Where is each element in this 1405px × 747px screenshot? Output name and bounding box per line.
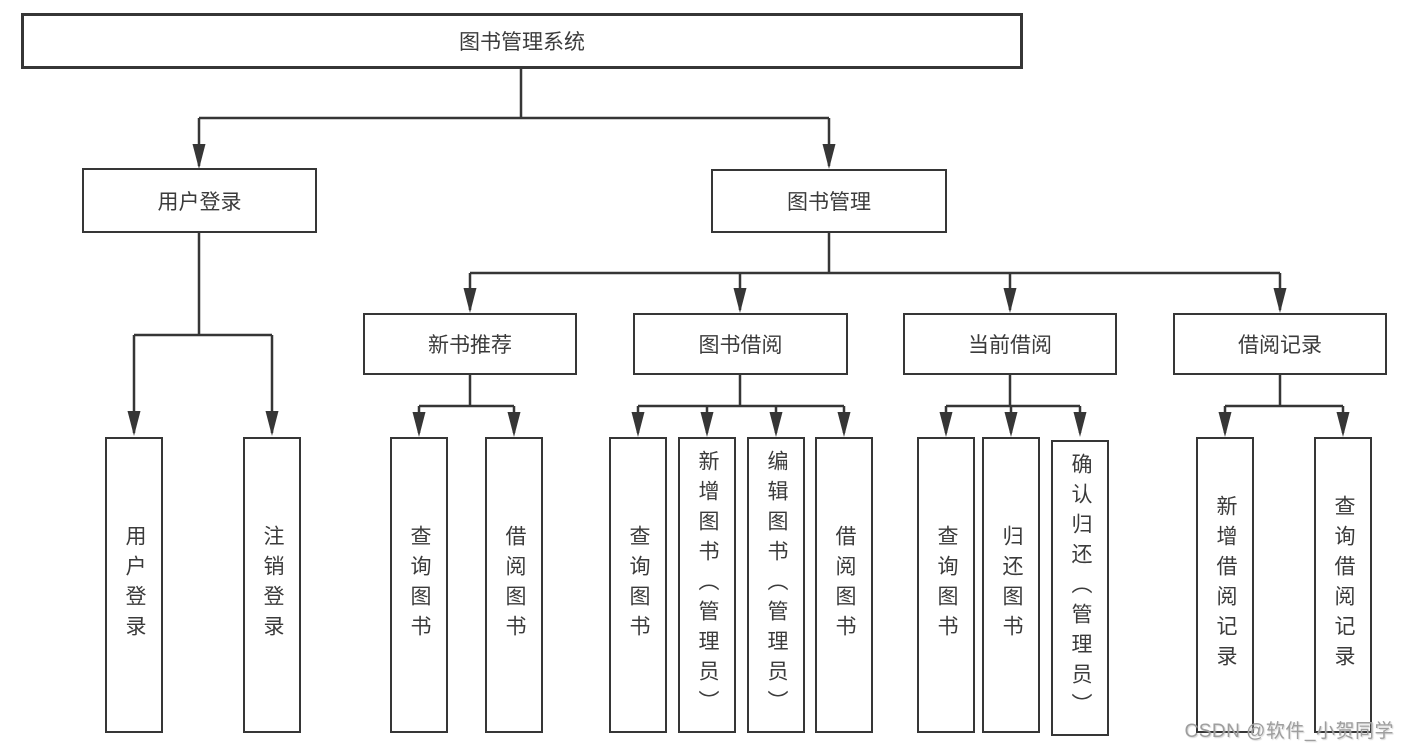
watermark-text: CSDN @软件_小贺同学	[1184, 721, 1394, 742]
leaf-add-book-admin: 新增图书（管理员）	[678, 437, 736, 733]
leaf-add-borrow-record: 新增借阅记录	[1196, 437, 1254, 733]
node-new-book-recommendation: 新书推荐	[363, 313, 577, 375]
leaf-query-borrow-record: 查询借阅记录	[1314, 437, 1372, 733]
node-current-borrowing: 当前借阅	[903, 313, 1117, 375]
node-borrowing-records: 借阅记录	[1173, 313, 1387, 375]
leaf-query-books-3: 查询图书	[917, 437, 975, 733]
leaf-confirm-return-admin: 确认归还（管理员）	[1051, 440, 1109, 736]
leaf-return-book: 归还图书	[982, 437, 1040, 733]
leaf-query-books-2: 查询图书	[609, 437, 667, 733]
leaf-query-books-1: 查询图书	[390, 437, 448, 733]
leaf-user-login: 用户登录	[105, 437, 163, 733]
node-book-management: 图书管理	[711, 169, 947, 233]
node-book-borrowing: 图书借阅	[633, 313, 848, 375]
node-user-login-branch: 用户登录	[82, 168, 317, 233]
leaf-logout: 注销登录	[243, 437, 301, 733]
leaf-borrow-books-2: 借阅图书	[815, 437, 873, 733]
node-root: 图书管理系统	[21, 13, 1023, 69]
leaf-edit-book-admin: 编辑图书（管理员）	[747, 437, 805, 733]
leaf-borrow-books-1: 借阅图书	[485, 437, 543, 733]
